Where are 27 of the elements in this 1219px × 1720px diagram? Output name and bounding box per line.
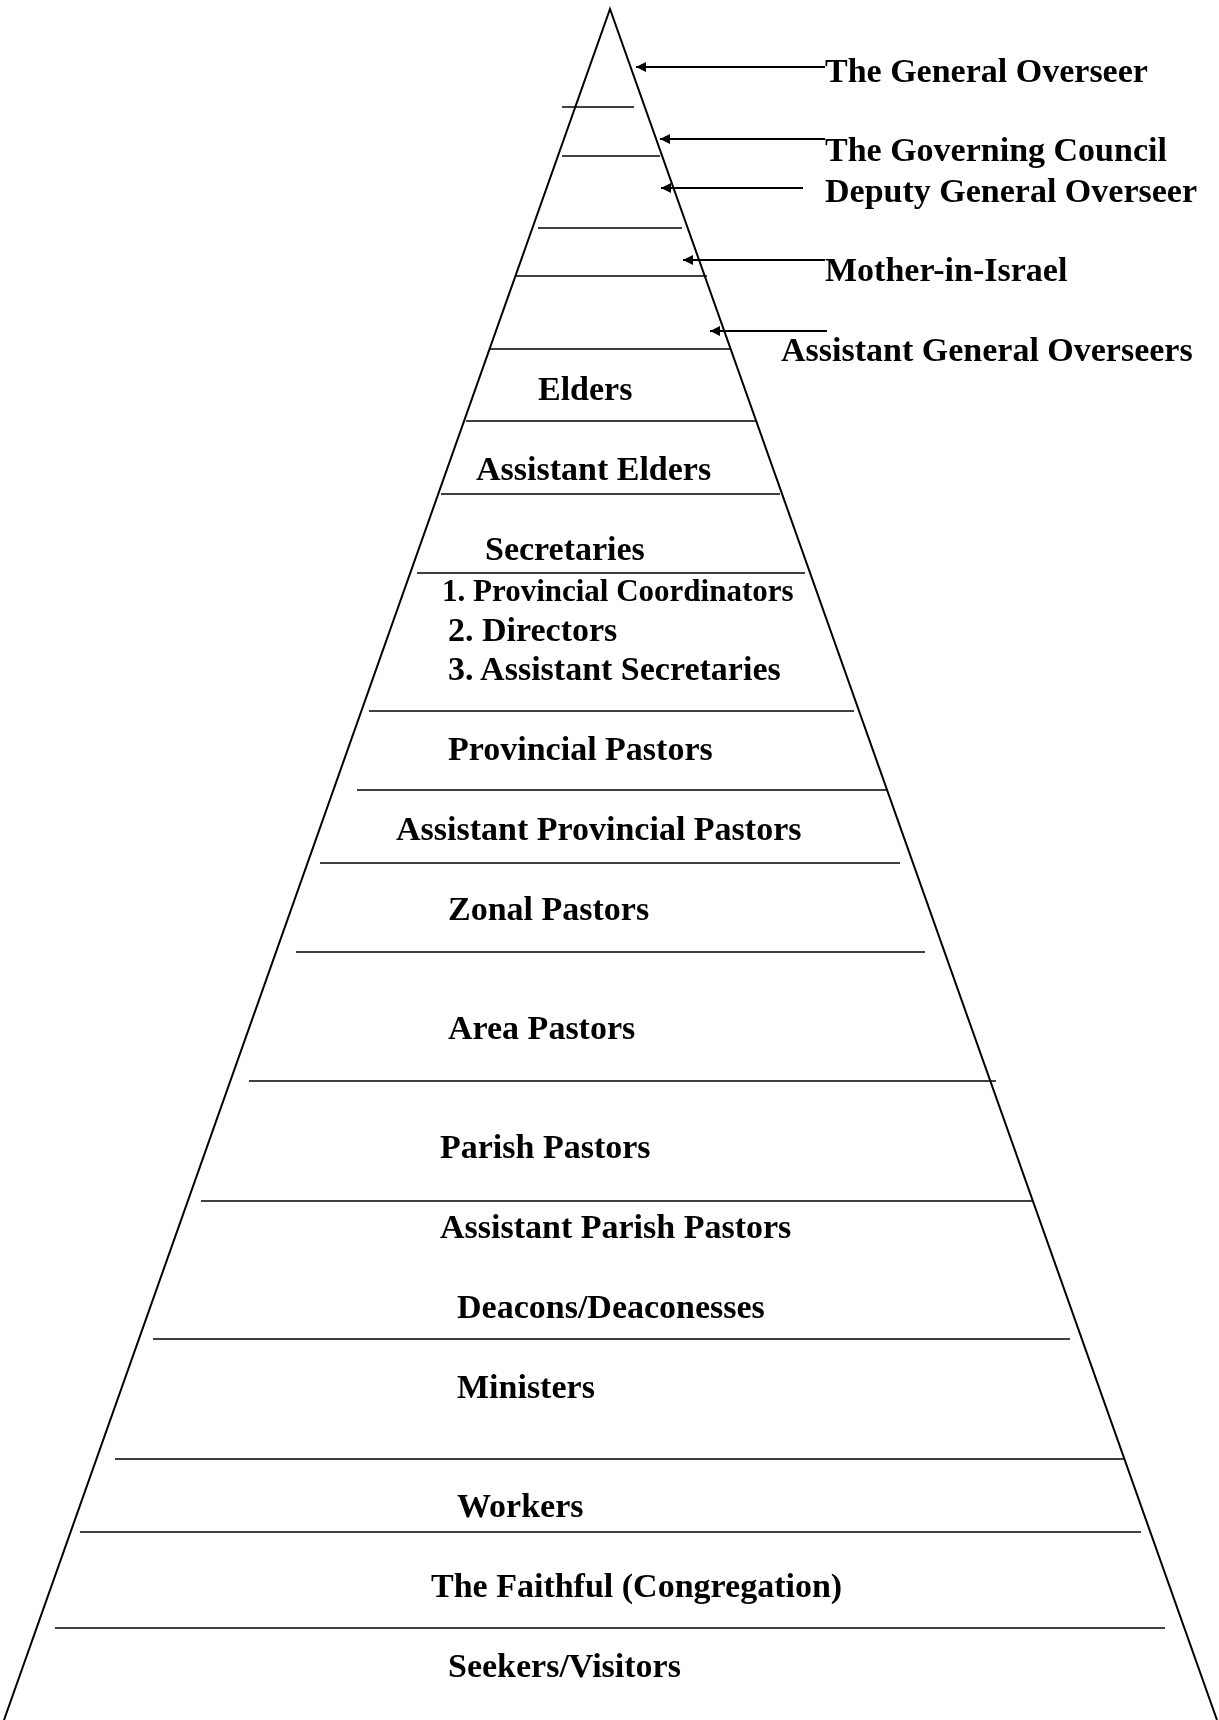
level-label: Assistant Parish Pastors <box>440 1207 792 1247</box>
level-label: Elders <box>538 369 633 409</box>
level-label: Seekers/Visitors <box>448 1646 681 1686</box>
rank-label: Deputy General Overseer <box>825 171 1197 211</box>
list-item: 2. Directors <box>448 610 618 650</box>
leader-arrow <box>660 183 804 193</box>
level-label: Assistant Elders <box>476 449 712 489</box>
leader-arrow <box>682 255 826 265</box>
level-label: Assistant Provincial Pastors <box>396 809 802 849</box>
level-label: Secretaries <box>485 529 645 569</box>
leader-arrow <box>709 326 828 336</box>
level-label: Zonal Pastors <box>448 889 650 929</box>
rank-label: The Governing Council <box>825 130 1167 170</box>
rank-label: Assistant General Overseers <box>781 330 1193 370</box>
level-label: Provincial Pastors <box>448 729 713 769</box>
rank-label: The General Overseer <box>825 51 1148 91</box>
rank-label: Mother-in-Israel <box>825 250 1068 290</box>
leader-arrow <box>659 134 826 144</box>
level-label: Parish Pastors <box>440 1127 651 1167</box>
level-label: Deacons/Deaconesses <box>457 1287 765 1327</box>
level-label: The Faithful (Congregation) <box>431 1566 843 1606</box>
leader-arrow <box>635 62 826 72</box>
list-item: 1. Provincial Coordinators <box>442 572 794 610</box>
level-label: Workers <box>457 1486 584 1526</box>
list-item: 3. Assistant Secretaries <box>448 649 781 689</box>
level-label: Ministers <box>457 1367 595 1407</box>
level-label: Area Pastors <box>448 1008 636 1048</box>
